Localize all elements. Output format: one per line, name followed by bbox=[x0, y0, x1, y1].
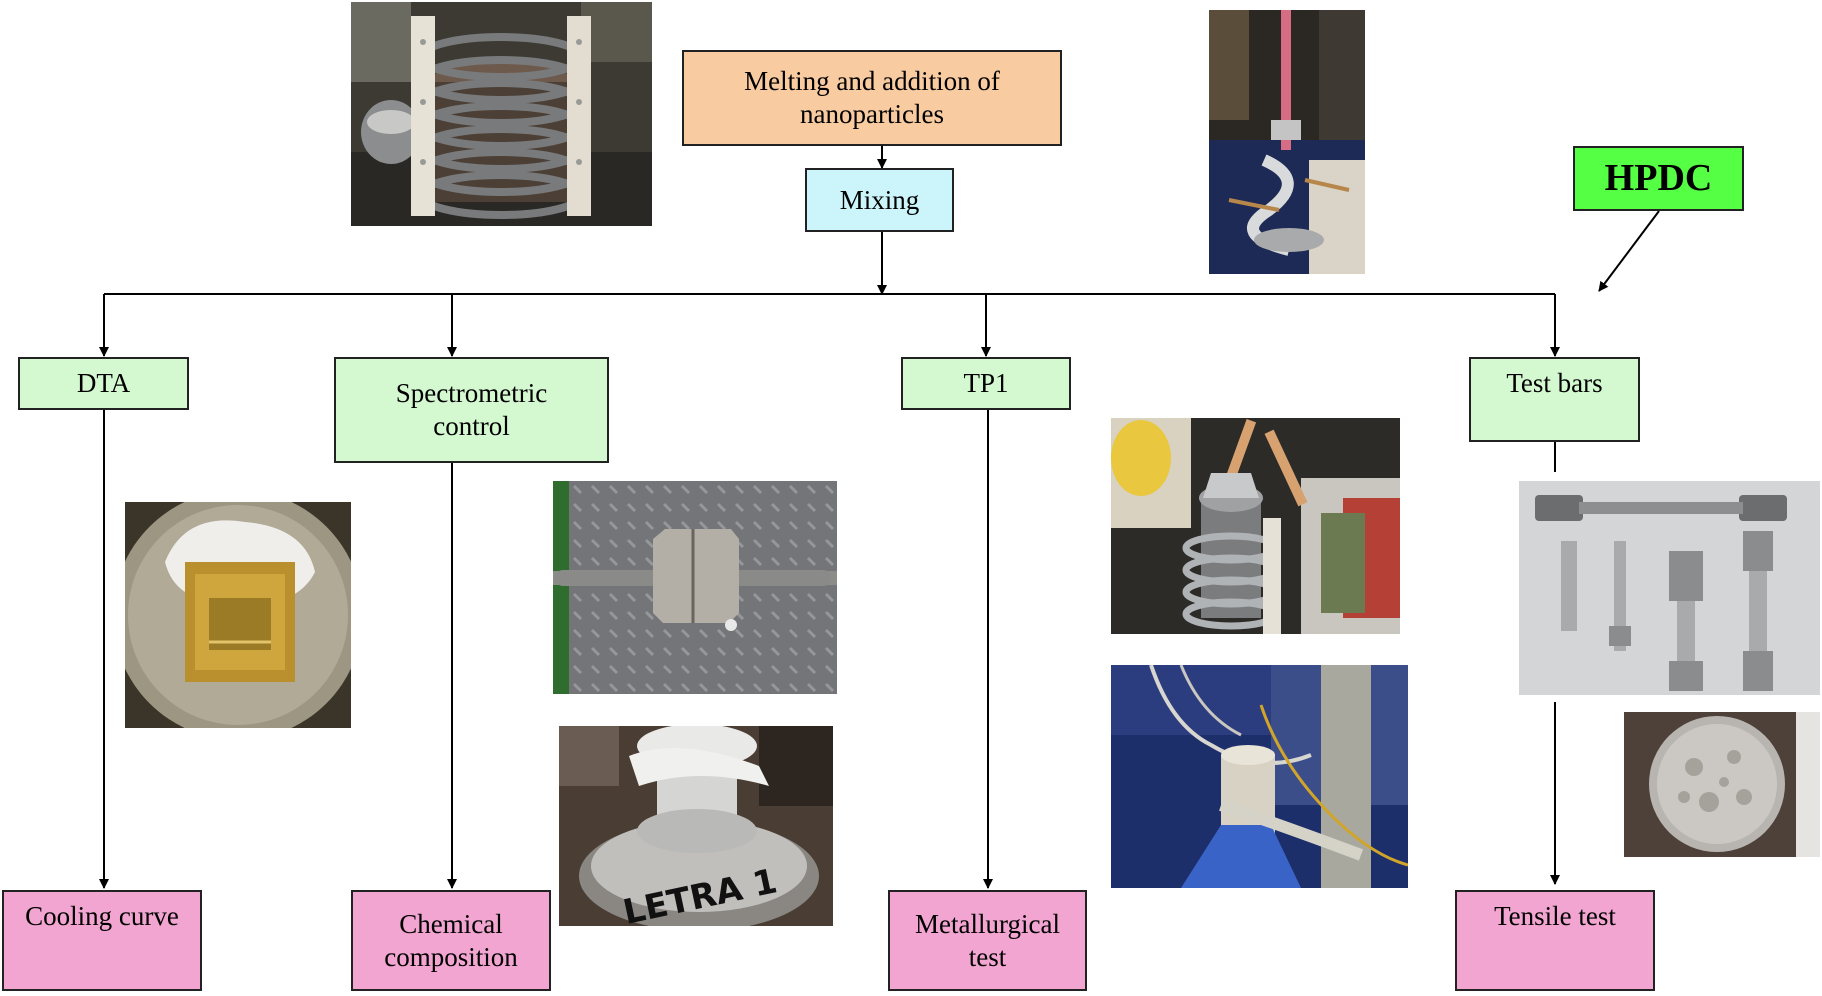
melting-box: Melting and addition of nanoparticles bbox=[682, 50, 1062, 146]
cooling-curve-box: Cooling curve bbox=[2, 890, 202, 991]
dta-box: DTA bbox=[18, 357, 189, 410]
mixer-stirrer-photo bbox=[1209, 10, 1365, 274]
chemical-composition-box: Chemical composition bbox=[351, 890, 551, 991]
furnace-coil-photo bbox=[351, 2, 652, 226]
test-bars-label: Test bars bbox=[1506, 368, 1603, 398]
hpdc-box: HPDC bbox=[1573, 146, 1744, 211]
tp1-box: TP1 bbox=[901, 357, 1071, 410]
metallurgical-test-label: Metallurgical test bbox=[915, 908, 1060, 972]
tp1-thermocouple-photo bbox=[1111, 665, 1408, 888]
mixing-box: Mixing bbox=[805, 168, 954, 232]
tensile-test-box: Tensile test bbox=[1455, 890, 1655, 991]
spectrometric-box: Spectrometric control bbox=[334, 357, 609, 463]
tp1-label: TP1 bbox=[963, 368, 1009, 398]
hpdc-label: HPDC bbox=[1604, 157, 1713, 199]
test-bars-photo bbox=[1519, 481, 1820, 695]
marked-sample-photo: LETRA 1 bbox=[559, 726, 833, 926]
dta-crucible-photo bbox=[125, 502, 351, 728]
arrow-hpdc bbox=[1598, 210, 1660, 292]
metallurgical-test-box: Metallurgical test bbox=[888, 890, 1087, 991]
tp1-cup-photo bbox=[1111, 418, 1400, 634]
fracture-surface-photo bbox=[1624, 712, 1820, 857]
cooling-curve-label: Cooling curve bbox=[25, 901, 179, 931]
dta-label: DTA bbox=[76, 368, 131, 398]
test-bars-box: Test bars bbox=[1469, 357, 1640, 442]
tensile-test-label: Tensile test bbox=[1494, 901, 1616, 931]
spectrometry-sample-photo bbox=[553, 481, 837, 694]
spectrometric-label: Spectrometric control bbox=[395, 378, 548, 441]
melting-label: Melting and addition of nanoparticles bbox=[744, 66, 1000, 129]
mixing-label: Mixing bbox=[839, 184, 920, 215]
chemical-composition-label: Chemical composition bbox=[384, 908, 518, 972]
